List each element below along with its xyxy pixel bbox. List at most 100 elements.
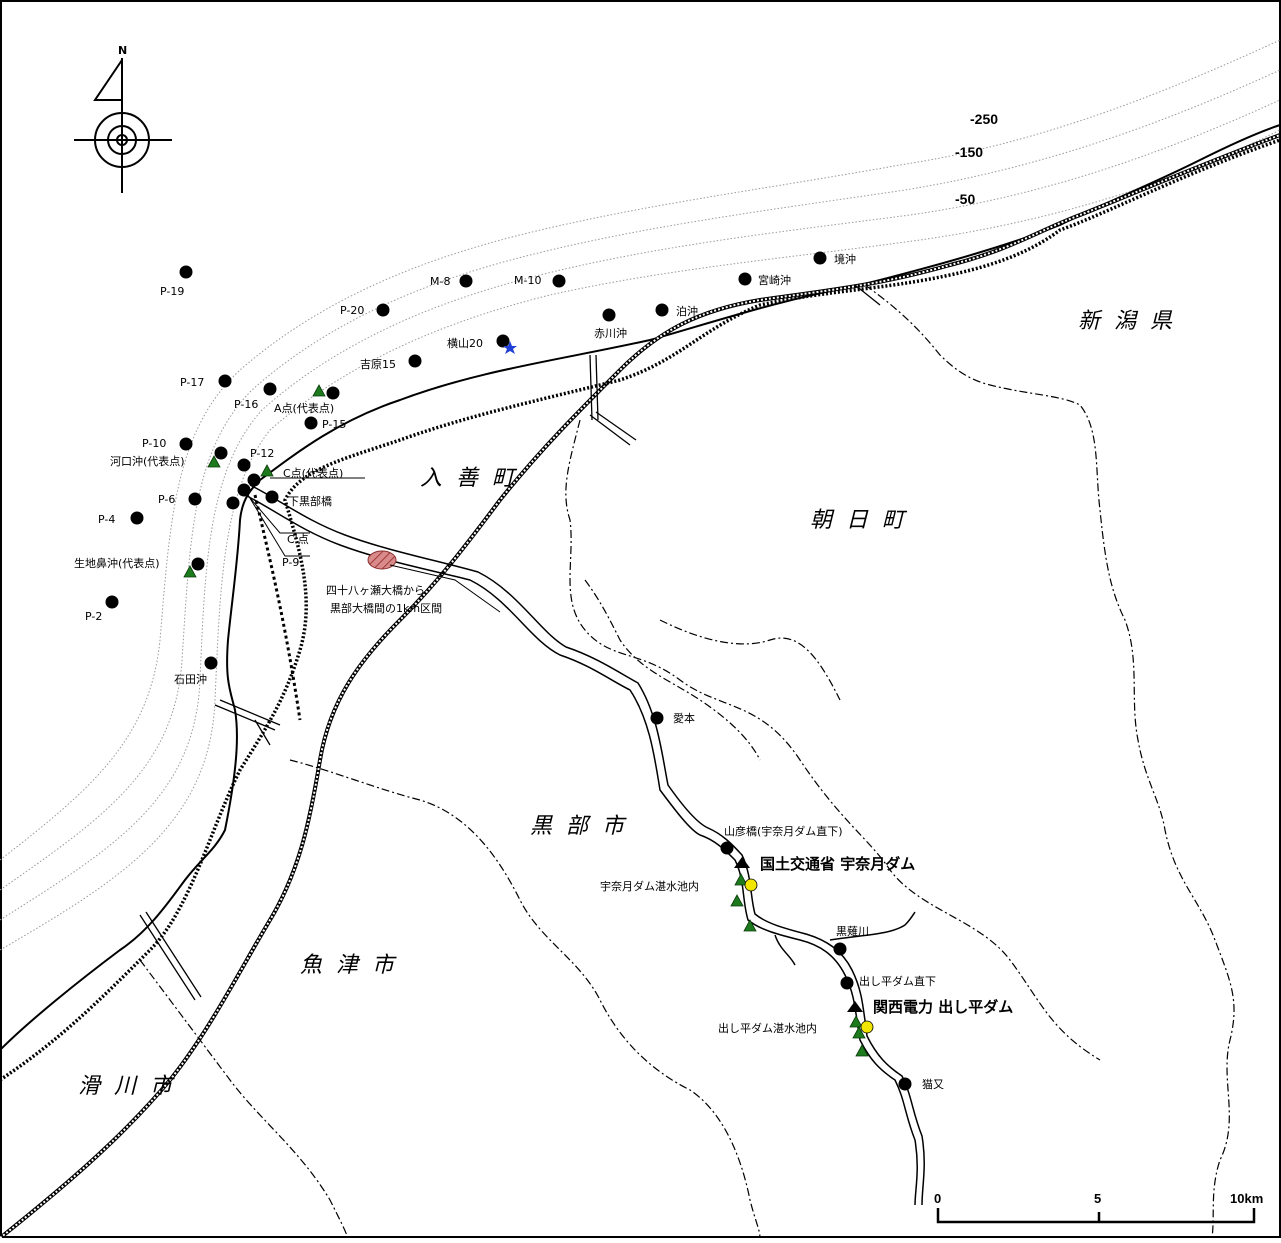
label-m10: M-10 (514, 274, 541, 287)
station-dot (191, 557, 205, 571)
label-m8: M-8 (430, 275, 450, 288)
station-dots (105, 251, 912, 1091)
station-dot (326, 386, 340, 400)
label-kuronagi: 黒薙川 (836, 925, 869, 938)
label-miyazaki: 宮崎沖 (758, 273, 791, 287)
station-dot (204, 656, 218, 670)
station-dot (650, 711, 664, 725)
depth-contours (0, 39, 1281, 951)
compass-rose: N (74, 44, 172, 193)
label-unazuki-res: 宇奈月ダム湛水池内 (600, 879, 699, 893)
label-p20: P-20 (340, 304, 364, 317)
station-dot (130, 511, 144, 525)
depth-label-250: -250 (970, 111, 998, 127)
star-icon (503, 341, 517, 354)
station-dot (496, 334, 510, 348)
railway (0, 133, 1281, 1240)
sampling-triangle (849, 1015, 863, 1028)
label-kakou: 河口沖(代表点) (110, 454, 185, 468)
section-patch (367, 550, 397, 570)
label-p16: P-16 (234, 398, 258, 411)
label-cdash: C'点 (287, 533, 309, 546)
label-yamabiko: 山彦橋(宇奈月ダム直下) (724, 824, 843, 838)
label-nekomata: 猫又 (922, 1078, 944, 1091)
depth-label-50: -50 (955, 191, 975, 207)
station-dot (655, 303, 669, 317)
sampling-triangle (183, 565, 197, 578)
station-dot (179, 265, 193, 279)
leader-lines (244, 477, 501, 613)
station-dot (265, 490, 279, 504)
sampling-triangle (855, 1044, 869, 1057)
label-apoint: A点(代表点) (274, 401, 334, 415)
station-dot (226, 496, 240, 510)
station-dot (552, 274, 566, 288)
sampling-triangle (260, 464, 274, 477)
label-p15: P-15 (322, 418, 346, 431)
label-uozu: 魚津市 (300, 953, 408, 978)
label-asahi: 朝日町 (810, 508, 918, 533)
dam-point-unazuki (744, 878, 758, 892)
label-dashidaira-below: 出し平ダム直下 (859, 974, 936, 988)
sampling-triangles (183, 384, 869, 1057)
station-dot (738, 272, 752, 286)
scale-label-5: 5 (1094, 1191, 1101, 1206)
label-p4: P-4 (98, 513, 115, 526)
station-dot (214, 446, 228, 460)
station-dot (247, 473, 261, 487)
sampling-triangle (730, 894, 744, 907)
station-dot (105, 595, 119, 609)
sampling-triangle (312, 384, 326, 397)
spur-road (253, 494, 302, 721)
sampling-triangle (207, 455, 221, 468)
label-p2: P-2 (85, 610, 102, 623)
label-niigata: 新潟県 (1078, 309, 1186, 334)
label-namerikawa: 滑川市 (78, 1074, 186, 1099)
label-p9: P-9 (282, 556, 299, 569)
label-p19: P-19 (160, 285, 184, 298)
station-dot (898, 1077, 912, 1091)
label-yoshiwara: 吉原15 (360, 358, 396, 371)
station-dot (237, 483, 251, 497)
station-dot (237, 458, 251, 472)
station-dot (813, 251, 827, 265)
sampling-triangle (734, 873, 748, 886)
label-p17: P-17 (180, 376, 204, 389)
depth-label-150: -150 (955, 144, 983, 160)
dam-marker-unazuki (734, 857, 750, 868)
coastline (0, 124, 1281, 1051)
label-yokoyama: 横山20 (447, 336, 483, 350)
label-nyuzen: 入善町 (420, 466, 528, 491)
dam-point-dashidaira (860, 1020, 874, 1034)
compass-north-label: N (118, 44, 127, 57)
label-p6: P-6 (158, 493, 175, 506)
station-dot (179, 437, 193, 451)
label-dashidaira-res: 出し平ダム湛水池内 (718, 1021, 817, 1035)
station-dot (304, 416, 318, 430)
minor-rivers (139, 284, 881, 1001)
label-dashidaira-dam: 関西電力 出し平ダム (873, 998, 1013, 1016)
label-section-line1: 四十八ヶ瀬大橋から (326, 583, 425, 597)
station-dot (459, 274, 473, 288)
label-shimokurobe: 下黒部橋 (288, 494, 332, 508)
label-aimoto: 愛本 (673, 711, 695, 725)
label-ikuji: 生地鼻沖(代表点) (74, 556, 160, 570)
dam-marker-dashidaira (847, 1001, 863, 1012)
label-p12: P-12 (250, 447, 274, 460)
label-section-line2: 黒部大橋間の1km区間 (330, 601, 442, 615)
station-dot (840, 976, 854, 990)
station-dot (602, 308, 616, 322)
label-akagawa: 赤川沖 (594, 327, 627, 340)
scale-label-10km: 10km (1230, 1191, 1263, 1206)
scale-bar: 0 5 10km (934, 1191, 1263, 1224)
scale-label-0: 0 (934, 1191, 941, 1206)
station-dot (833, 942, 847, 956)
label-tomari: 泊沖 (676, 305, 698, 318)
label-ishida: 石田沖 (174, 673, 207, 686)
station-dot (188, 492, 202, 506)
label-sakai: 境沖 (834, 252, 856, 266)
expressway (0, 138, 1281, 1082)
